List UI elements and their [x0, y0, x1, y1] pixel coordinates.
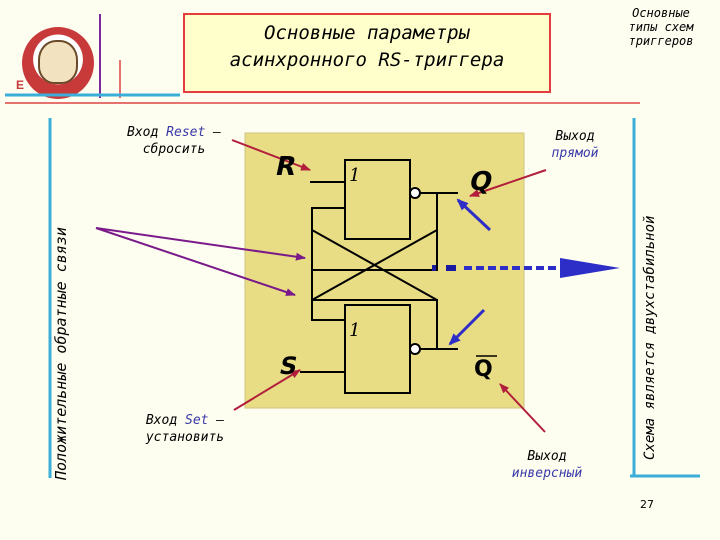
title-line2: асинхронного RS-триггера	[229, 49, 505, 71]
corner-note-line2: типы схем	[628, 20, 694, 34]
set-suffix: –	[208, 413, 225, 428]
corner-note: Основные типы схем триггеров	[606, 6, 716, 48]
output-qbar-symbol: Q	[474, 357, 493, 382]
inverter-bubble-bottom	[409, 343, 421, 355]
left-vertical-caption: Положительные обратные связи	[52, 227, 70, 480]
q-out-line1: Выход	[555, 129, 595, 144]
set-line2: установить	[145, 430, 225, 445]
logo-dog-icon	[38, 40, 78, 84]
arrow-reset	[231, 139, 311, 171]
arrow-feedback-top	[95, 227, 306, 261]
arrow-feedback-bottom	[95, 227, 296, 296]
gate-bottom-label: 1	[349, 320, 361, 341]
logo-letter: E	[16, 78, 25, 92]
page-number: 27	[640, 498, 654, 511]
right-vertical-caption: Схема является двухстабильной	[642, 215, 658, 460]
reset-line2: сбросить	[142, 142, 206, 157]
title-line1: Основные параметры	[264, 22, 470, 44]
feedback-cross-b	[311, 229, 438, 301]
nor-gate-top	[344, 159, 411, 240]
gate-top-label: 1	[349, 165, 361, 186]
inverter-bubble-top	[409, 187, 421, 199]
q-output-label: Выход прямой	[530, 128, 620, 162]
reset-suffix: –	[205, 125, 221, 140]
qbar-out-line1: Выход	[527, 449, 567, 464]
reset-word: Reset	[166, 125, 206, 140]
title-box	[183, 13, 551, 93]
arrow-set	[233, 369, 301, 411]
reset-prefix: Вход	[127, 125, 159, 140]
arrow-blue-q	[456, 198, 492, 232]
set-label: Вход Set – установить	[120, 412, 250, 446]
corner-note-line1: Основные	[632, 6, 690, 20]
arrow-qbar-out	[499, 383, 546, 433]
arrow-blue-qbar	[448, 308, 486, 346]
corner-note-line3: триггеров	[628, 34, 694, 48]
qbar-output-label: Выход инверсный	[492, 448, 602, 482]
reset-label: Вход Reset – сбросить	[104, 124, 244, 158]
set-word: Set	[185, 413, 209, 428]
arrow-q-out	[469, 169, 547, 197]
bistable-arrowhead-icon	[560, 258, 620, 278]
q-out-line2: прямой	[551, 146, 599, 161]
set-prefix: Вход	[145, 413, 178, 428]
page-title: Основные параметры асинхронного RS-тригг…	[183, 20, 551, 74]
qbar-out-line2: инверсный	[511, 466, 583, 481]
